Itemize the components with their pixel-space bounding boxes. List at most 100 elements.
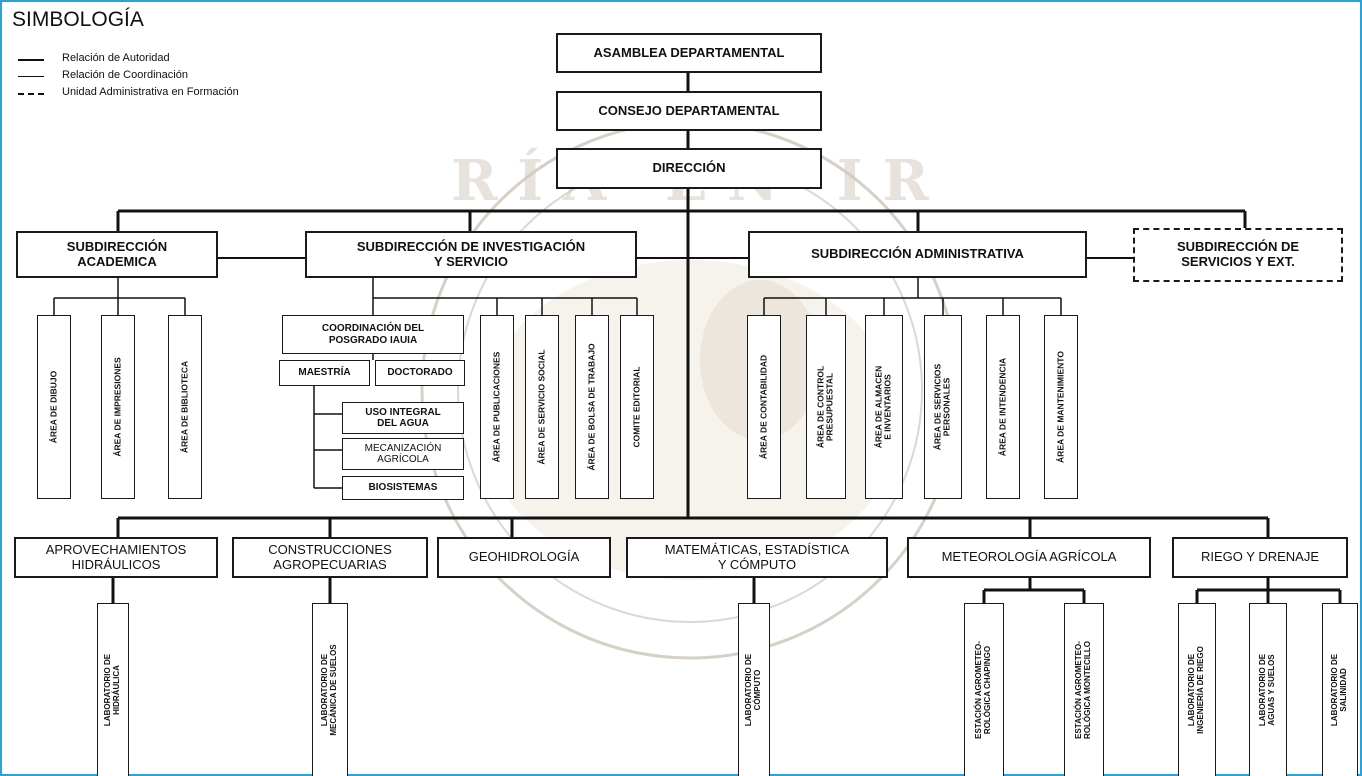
estacion-chapingo-box: ESTACIÓN AGROMETEO- ROLÓGICA CHAPINGO bbox=[964, 603, 1004, 776]
depto-geohidrologia-box: GEOHIDROLOGÍA bbox=[437, 537, 611, 578]
lab-aguas-suelos-label: LABORATORIO DE AGUAS Y SUELOS bbox=[1258, 654, 1277, 726]
area-servicio-social-box: ÁREA DE SERVICIO SOCIAL bbox=[525, 315, 559, 499]
subdireccion-servicios-line2: SERVICIOS Y EXT. bbox=[1181, 254, 1295, 269]
subdireccion-administrativa-label: SUBDIRECCIÓN ADMINISTRATIVA bbox=[811, 246, 1024, 262]
lab-ingenieria-riego-label: LABORATORIO DE INGENIERÍA DE RIEGO bbox=[1187, 646, 1206, 734]
consejo-departamental-box: CONSEJO DEPARTAMENTAL bbox=[556, 91, 822, 131]
area-dibujo-label: ÁREA DE DIBUJO bbox=[48, 370, 59, 444]
uso-integral-agua-box: USO INTEGRAL DEL AGUA bbox=[342, 402, 464, 434]
depto-meteorologia-box: METEOROLOGÍA AGRÍCOLA bbox=[907, 537, 1151, 578]
estacion-montecillo-line2: ROLÓGICA MONTECILLO bbox=[1083, 641, 1092, 739]
depto-meteorologia-label: METEOROLOGÍA AGRÍCOLA bbox=[941, 549, 1117, 565]
estacion-chapingo-line2: ROLÓGICA CHAPINGO bbox=[983, 645, 992, 735]
depto-aprovechamientos-box: APROVECHAMIENTOS HIDRÁULICOS bbox=[14, 537, 218, 578]
lab-ingenieria-riego-line2: INGENIERÍA DE RIEGO bbox=[1196, 646, 1205, 734]
area-almacen-inventarios-label: ÁREA DE ALMACEN E INVENTARIOS bbox=[874, 366, 894, 448]
depto-construcciones-line2: AGROPECUARIAS bbox=[273, 556, 387, 572]
coordinacion-posgrado-line1: COORDINACIÓN DEL bbox=[321, 323, 425, 335]
lab-hidraulica-line2: HIDRÁULICA bbox=[112, 665, 121, 715]
direccion-box: DIRECCIÓN bbox=[556, 148, 822, 189]
depto-aprovechamientos-line1: APROVECHAMIENTOS bbox=[45, 541, 187, 557]
biosistemas-box: BIOSISTEMAS bbox=[342, 476, 464, 500]
subdireccion-academica-line1: SUBDIRECCIÓN bbox=[66, 238, 168, 254]
area-biblioteca-label: ÁREA DE BIBLIOTECA bbox=[179, 360, 190, 454]
estacion-montecillo-box: ESTACIÓN AGROMETEO- ROLÓGICA MONTECILLO bbox=[1064, 603, 1104, 776]
area-mantenimiento-box: ÁREA DE MANTENIMIENTO bbox=[1044, 315, 1078, 499]
legend-line-coordination bbox=[18, 76, 44, 77]
area-mantenimiento-line1: ÁREA DE MANTENIMIENTO bbox=[1055, 351, 1066, 463]
legend-line-forming bbox=[18, 93, 44, 95]
consejo-label: CONSEJO DEPARTAMENTAL bbox=[598, 102, 780, 118]
doctorado-label: DOCTORADO bbox=[387, 367, 453, 379]
depto-construcciones-box: CONSTRUCCIONES AGROPECUARIAS bbox=[232, 537, 428, 578]
area-control-presupuestal-line2: PRESUPUESTAL bbox=[825, 372, 835, 442]
mecanizacion-agricola-line2: AGRÍCOLA bbox=[377, 454, 429, 465]
subdireccion-academica-box: SUBDIRECCIÓN ACADEMICA bbox=[16, 231, 218, 278]
area-almacen-line2: E INVENTARIOS bbox=[883, 374, 893, 440]
area-intendencia-line1: ÁREA DE INTENDENCIA bbox=[997, 357, 1008, 457]
area-bolsa-trabajo-box: ÁREA DE BOLSA DE TRABAJO bbox=[575, 315, 609, 499]
depto-matematicas-line1: MATEMÁTICAS, ESTADÍSTICA bbox=[664, 541, 850, 557]
lab-hidraulica-box: LABORATORIO DE HIDRÁULICA bbox=[97, 603, 129, 776]
uso-integral-agua-line2: DEL AGUA bbox=[377, 418, 429, 429]
area-dibujo-box: ÁREA DE DIBUJO bbox=[37, 315, 71, 499]
coordinacion-posgrado-line2: POSGRADO IAUIA bbox=[328, 334, 418, 346]
depto-matematicas-line2: Y CÓMPUTO bbox=[717, 556, 797, 572]
depto-geohidrologia-label: GEOHIDROLOGÍA bbox=[468, 549, 580, 565]
uso-integral-agua-line1: USO INTEGRAL bbox=[365, 406, 441, 418]
lab-mecanica-suelos-box: LABORATORIO DE MECÁNICA DE SUELOS bbox=[312, 603, 348, 776]
area-contabilidad-line1: ÁREA DE CONTABILIDAD bbox=[758, 354, 769, 460]
biosistemas-label: BIOSISTEMAS bbox=[368, 482, 438, 494]
lab-aguas-suelos-box: LABORATORIO DE AGUAS Y SUELOS bbox=[1249, 603, 1287, 776]
area-servicio-social-label: ÁREA DE SERVICIO SOCIAL bbox=[536, 349, 547, 465]
lab-salinidad-box: LABORATORIO DE SALINIDAD bbox=[1322, 603, 1358, 776]
lab-mecanica-suelos-label: LABORATORIO DE MECÁNICA DE SUELOS bbox=[320, 644, 339, 736]
area-contabilidad-label: ÁREA DE CONTABILIDAD bbox=[758, 354, 769, 460]
legend-item-forming: Unidad Administrativa en Formación bbox=[62, 86, 239, 98]
area-control-presupuestal-label: ÁREA DE CONTROL PRESUPUESTAL bbox=[816, 366, 836, 448]
area-publicaciones-label: ÁREA DE PUBLICACIONES bbox=[491, 351, 502, 463]
legend-title: SIMBOLOGÍA bbox=[12, 8, 144, 31]
lab-aguas-suelos-line2: AGUAS Y SUELOS bbox=[1267, 654, 1276, 726]
subdireccion-investigacion-line2: Y SERVICIO bbox=[434, 253, 508, 269]
area-servicios-personales-label: ÁREA DE SERVICIOS PERSONALES bbox=[933, 364, 953, 450]
lab-ingenieria-riego-box: LABORATORIO DE INGENIERÍA DE RIEGO bbox=[1178, 603, 1216, 776]
area-servicios-personales-line2: PERSONALES bbox=[942, 377, 952, 437]
area-control-presupuestal-box: ÁREA DE CONTROL PRESUPUESTAL bbox=[806, 315, 846, 499]
mecanizacion-agricola-line1: MECANIZACIÓN bbox=[364, 442, 442, 454]
area-publicaciones-box: ÁREA DE PUBLICACIONES bbox=[480, 315, 514, 499]
lab-mecanica-line2: MECÁNICA DE SUELOS bbox=[329, 644, 338, 736]
comite-editorial-label: COMITE EDITORIAL bbox=[631, 366, 642, 448]
area-intendencia-label: ÁREA DE INTENDENCIA bbox=[997, 357, 1008, 457]
subdireccion-servicios-box: SUBDIRECCIÓN DE SERVICIOS Y EXT. bbox=[1133, 228, 1343, 282]
maestria-label: MAESTRÍA bbox=[298, 367, 351, 379]
depto-construcciones-line1: CONSTRUCCIONES bbox=[268, 541, 392, 557]
legend-line-authority bbox=[18, 59, 44, 61]
mecanizacion-agricola-box: MECANIZACIÓN AGRÍCOLA bbox=[342, 438, 464, 470]
direccion-label: DIRECCIÓN bbox=[652, 160, 726, 176]
legend-item-authority: Relación de Autoridad bbox=[62, 52, 170, 64]
depto-aprovechamientos-line2: HIDRÁULICOS bbox=[71, 556, 161, 572]
subdireccion-servicios-line1: SUBDIRECCIÓN DE bbox=[1176, 239, 1300, 255]
area-servicios-personales-box: ÁREA DE SERVICIOS PERSONALES bbox=[924, 315, 962, 499]
area-mantenimiento-label: ÁREA DE MANTENIMIENTO bbox=[1055, 351, 1066, 463]
lab-salinidad-line2: SALINIDAD bbox=[1339, 668, 1348, 712]
area-impresiones-label: ÁREA DE IMPRESIONES bbox=[112, 357, 123, 457]
area-contabilidad-box: ÁREA DE CONTABILIDAD bbox=[747, 315, 781, 499]
area-impresiones-box: ÁREA DE IMPRESIONES bbox=[101, 315, 135, 499]
area-bolsa-trabajo-label: ÁREA DE BOLSA DE TRABAJO bbox=[586, 343, 597, 471]
asamblea-departamental-box: ASAMBLEA DEPARTAMENTAL bbox=[556, 33, 822, 73]
subdireccion-investigacion-line1: SUBDIRECCIÓN DE INVESTIGACIÓN bbox=[356, 238, 586, 254]
estacion-montecillo-label: ESTACIÓN AGROMETEO- ROLÓGICA MONTECILLO bbox=[1074, 641, 1093, 739]
subdireccion-administrativa-box: SUBDIRECCIÓN ADMINISTRATIVA bbox=[748, 231, 1087, 278]
depto-riego-drenaje-label: RIEGO Y DRENAJE bbox=[1201, 549, 1319, 565]
estacion-chapingo-label: ESTACIÓN AGROMETEO- ROLÓGICA CHAPINGO bbox=[974, 641, 993, 739]
asamblea-label: ASAMBLEA DEPARTAMENTAL bbox=[593, 44, 785, 60]
maestria-box: MAESTRÍA bbox=[279, 360, 370, 386]
lab-computo-line2: CÓMPUTO bbox=[753, 669, 762, 711]
doctorado-box: DOCTORADO bbox=[375, 360, 465, 386]
depto-matematicas-box: MATEMÁTICAS, ESTADÍSTICA Y CÓMPUTO bbox=[626, 537, 888, 578]
subdireccion-investigacion-box: SUBDIRECCIÓN DE INVESTIGACIÓN Y SERVICIO bbox=[305, 231, 637, 278]
